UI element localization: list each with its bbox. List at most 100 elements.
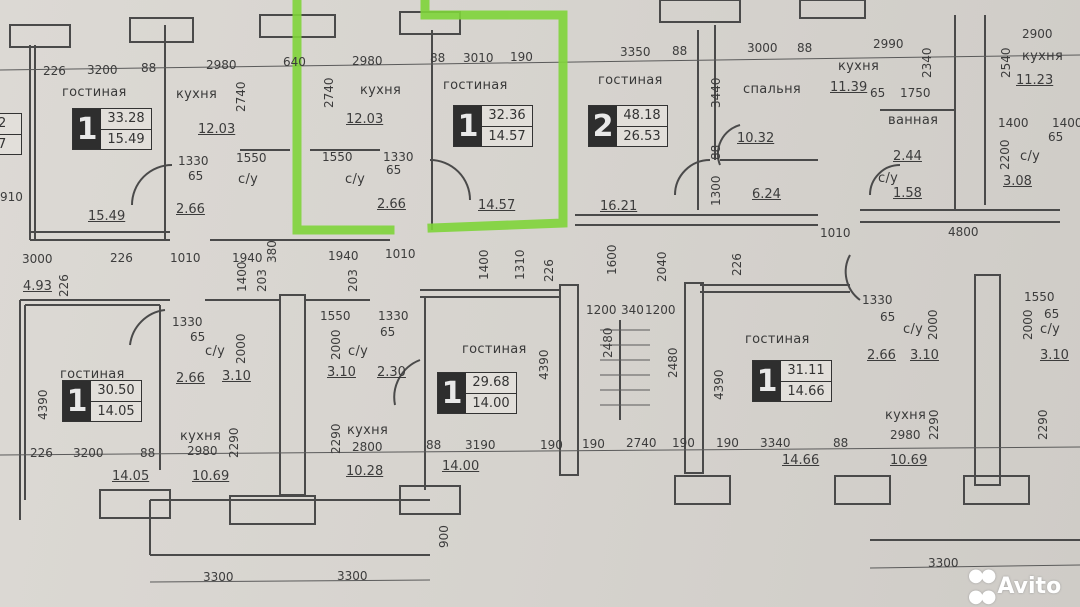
room-area: 4.93 (23, 279, 52, 294)
room-area: 3.10 (222, 369, 251, 384)
room-label: с/у (345, 172, 366, 187)
dimension: 2980 (206, 58, 237, 72)
room-area: 3.10 (1040, 348, 1069, 363)
room-count: 1 (438, 373, 466, 413)
dimension-vertical: 203 (255, 269, 269, 292)
room-area: 3.08 (1003, 174, 1032, 189)
dimension: 190 (582, 437, 605, 451)
dimension-vertical: 3440 (709, 77, 723, 108)
living-area: 15.49 (107, 131, 145, 147)
room-label: кухня (1022, 49, 1064, 64)
room-area: 11.23 (1016, 73, 1054, 88)
dimension-vertical: 2000 (329, 329, 343, 360)
dimension-vertical: 1400 (235, 261, 249, 292)
window (99, 489, 171, 519)
dimension: 88 (833, 436, 849, 450)
stair-wall (684, 282, 704, 474)
dimension: 3350 (620, 45, 651, 59)
room-label: гостиная (60, 367, 125, 382)
total-area: 33.28 (101, 109, 151, 130)
room-label: с/у (878, 171, 899, 186)
room-area: 2.66 (867, 348, 896, 363)
room-area: 15.49 (88, 209, 126, 224)
dimension: 226 (110, 251, 133, 265)
room-label: ванная (888, 113, 939, 128)
total-area: 31.11 (781, 361, 831, 382)
room-label: кухня (885, 408, 927, 423)
window (229, 495, 316, 525)
dimension-vertical: 88 (709, 144, 723, 160)
dimension: 65 (880, 310, 896, 324)
dimension-vertical: 2480 (601, 327, 615, 358)
room-area: 10.32 (737, 131, 775, 146)
dimension: 2800 (352, 440, 383, 454)
dimension-vertical: 2290 (927, 409, 941, 440)
room-area: 12.03 (346, 112, 384, 127)
dimension: 910 (0, 190, 23, 204)
dimension: 88 (797, 41, 813, 55)
dimension: 65 (190, 330, 206, 344)
window (129, 17, 194, 43)
room-count: 1 (73, 109, 101, 149)
room-label: с/у (348, 344, 369, 359)
dimension-vertical: 1310 (513, 249, 527, 280)
room-label: с/у (1040, 322, 1061, 337)
total-area: .82 (0, 114, 21, 135)
room-area: 10.69 (890, 453, 928, 468)
room-label: гостиная (62, 85, 127, 100)
room-area: 2.30 (377, 365, 406, 380)
dimension: 2980 (187, 444, 218, 458)
room-label: кухня (180, 429, 222, 444)
dimension: 1200 (645, 303, 676, 317)
room-label: гостиная (745, 332, 810, 347)
room-area: 6.24 (752, 187, 781, 202)
dimension: 65 (386, 163, 402, 177)
total-area: 32.36 (482, 106, 532, 127)
room-label: кухня (176, 87, 218, 102)
living-area: 14.66 (787, 383, 825, 399)
room-count: 1 (753, 361, 781, 401)
window (9, 24, 71, 48)
dimension: 3000 (747, 41, 778, 55)
dimension: 2990 (873, 37, 904, 51)
dimension: 190 (540, 438, 563, 452)
dimension: 3300 (203, 570, 234, 584)
dimension-vertical: 2290 (1036, 409, 1050, 440)
room-area: 14.66 (782, 453, 820, 468)
dimension: 1940 (328, 249, 359, 263)
dimension: 2980 (890, 428, 921, 442)
total-area: 29.68 (466, 373, 516, 394)
dimension: 65 (380, 325, 396, 339)
dimension: 3200 (87, 63, 118, 77)
dimension-vertical: 226 (542, 259, 556, 282)
dimension: 1550 (236, 151, 267, 165)
dimension-vertical: 2740 (322, 77, 336, 108)
window (963, 475, 1030, 505)
watermark-text: Avito (997, 573, 1062, 599)
dimension: 190 (510, 50, 533, 64)
dimension-vertical: 2000 (926, 309, 940, 340)
shaft-wall (279, 294, 306, 496)
dimension: 88 (141, 61, 157, 75)
room-label: с/у (903, 322, 924, 337)
room-area: 1.58 (893, 186, 922, 201)
dimension: 2740 (626, 436, 657, 450)
dimension: 88 (672, 44, 688, 58)
dimension: 340 (621, 303, 644, 317)
stair-wall (559, 284, 579, 476)
dimension: 1550 (322, 150, 353, 164)
dimension-vertical: 226 (57, 274, 71, 297)
dimension: 3300 (928, 556, 959, 570)
dimension: 1550 (320, 309, 351, 323)
dimension-vertical: 1300 (709, 175, 723, 206)
room-area: 16.21 (600, 199, 638, 214)
dimension-vertical: 2000 (1021, 309, 1035, 340)
room-count: 2 (589, 106, 617, 146)
dimension: 65 (1048, 130, 1064, 144)
room-label: гостиная (462, 342, 527, 357)
dimension-vertical: 380 (265, 240, 279, 263)
